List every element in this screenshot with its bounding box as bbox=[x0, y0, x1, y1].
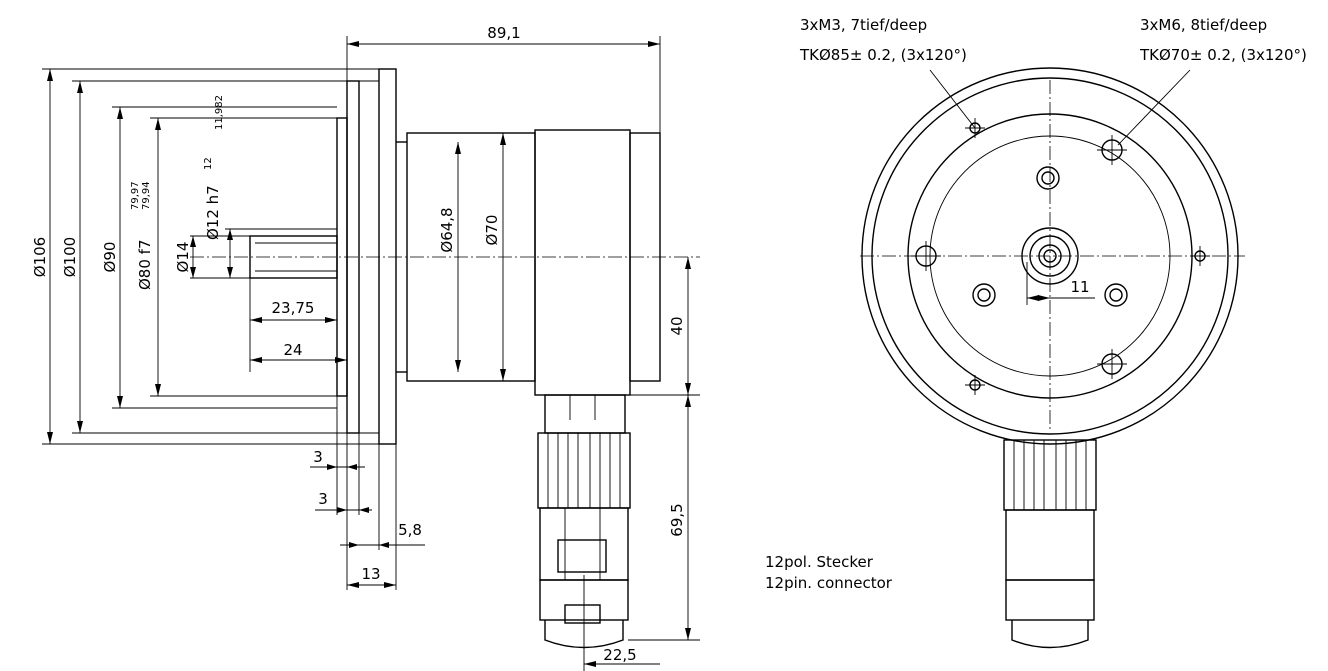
dim-d100: Ø100 bbox=[61, 237, 79, 277]
shaft bbox=[249, 235, 338, 279]
dim-d12: Ø12 h7 bbox=[204, 185, 222, 240]
dim-d14: Ø14 bbox=[174, 242, 192, 273]
connector-front bbox=[1003, 439, 1097, 649]
connector-side bbox=[537, 394, 631, 649]
front-shaft-outer bbox=[1021, 227, 1079, 285]
dim-flange-3a: 3 bbox=[313, 448, 323, 466]
dim-d12-tol-upper: 12 bbox=[203, 157, 214, 170]
dim-d80: Ø80 f7 bbox=[136, 240, 154, 291]
hole-m6-line1: 3xM6, 8tief/deep bbox=[1140, 16, 1267, 34]
dim-d12-tol-lower: 11,982 bbox=[214, 95, 225, 130]
dim-d80-tol-lower: 79,94 bbox=[141, 181, 152, 210]
side-view: 89,1 Ø106 Ø100 Ø90 Ø80 f7 79,97 79,94 bbox=[31, 24, 700, 671]
dim-flange-13: 13 bbox=[361, 565, 380, 583]
dim-flange-5-8: 5,8 bbox=[398, 521, 422, 539]
dim-shaft-24: 24 bbox=[283, 341, 302, 359]
m3-holes bbox=[965, 118, 1210, 395]
housing-cap bbox=[629, 132, 661, 382]
dim-height-40: 40 bbox=[668, 316, 686, 335]
dim-overall-length: 89,1 bbox=[487, 24, 520, 42]
hole-m3-line1: 3xM3, 7tief/deep bbox=[800, 16, 927, 34]
dim-shaft-23-75: 23,75 bbox=[272, 299, 315, 317]
front-flange bbox=[871, 77, 1229, 435]
connector-label-de: 12pol. Stecker bbox=[765, 553, 874, 571]
connector-label-en: 12pin. connector bbox=[765, 574, 893, 592]
dim-d80-tol-upper: 79,97 bbox=[130, 181, 141, 210]
dim-d70: Ø70 bbox=[483, 215, 501, 246]
m6-holes bbox=[911, 135, 1127, 379]
dim-connector-22-5: 22,5 bbox=[603, 646, 636, 664]
front-outer-rim bbox=[861, 67, 1239, 445]
dim-d64-8: Ø64,8 bbox=[438, 207, 456, 252]
dim-d106: Ø106 bbox=[31, 237, 49, 277]
dim-d90: Ø90 bbox=[101, 242, 119, 273]
hole-m6-line2: TKØ70± 0.2, (3x120°) bbox=[1139, 46, 1307, 64]
inner-screws bbox=[972, 166, 1128, 307]
dim-offset-11: 11 bbox=[1070, 278, 1089, 296]
housing-connector-block bbox=[534, 129, 631, 396]
flange-rim bbox=[378, 68, 397, 445]
front-view: 11 3xM3, 7tief/deep TKØ85± 0.2, (3x120°)… bbox=[765, 16, 1307, 649]
hole-m3-line2: TKØ85± 0.2, (3x120°) bbox=[799, 46, 967, 64]
dim-height-69-5: 69,5 bbox=[668, 503, 686, 536]
dim-flange-3b: 3 bbox=[318, 490, 328, 508]
